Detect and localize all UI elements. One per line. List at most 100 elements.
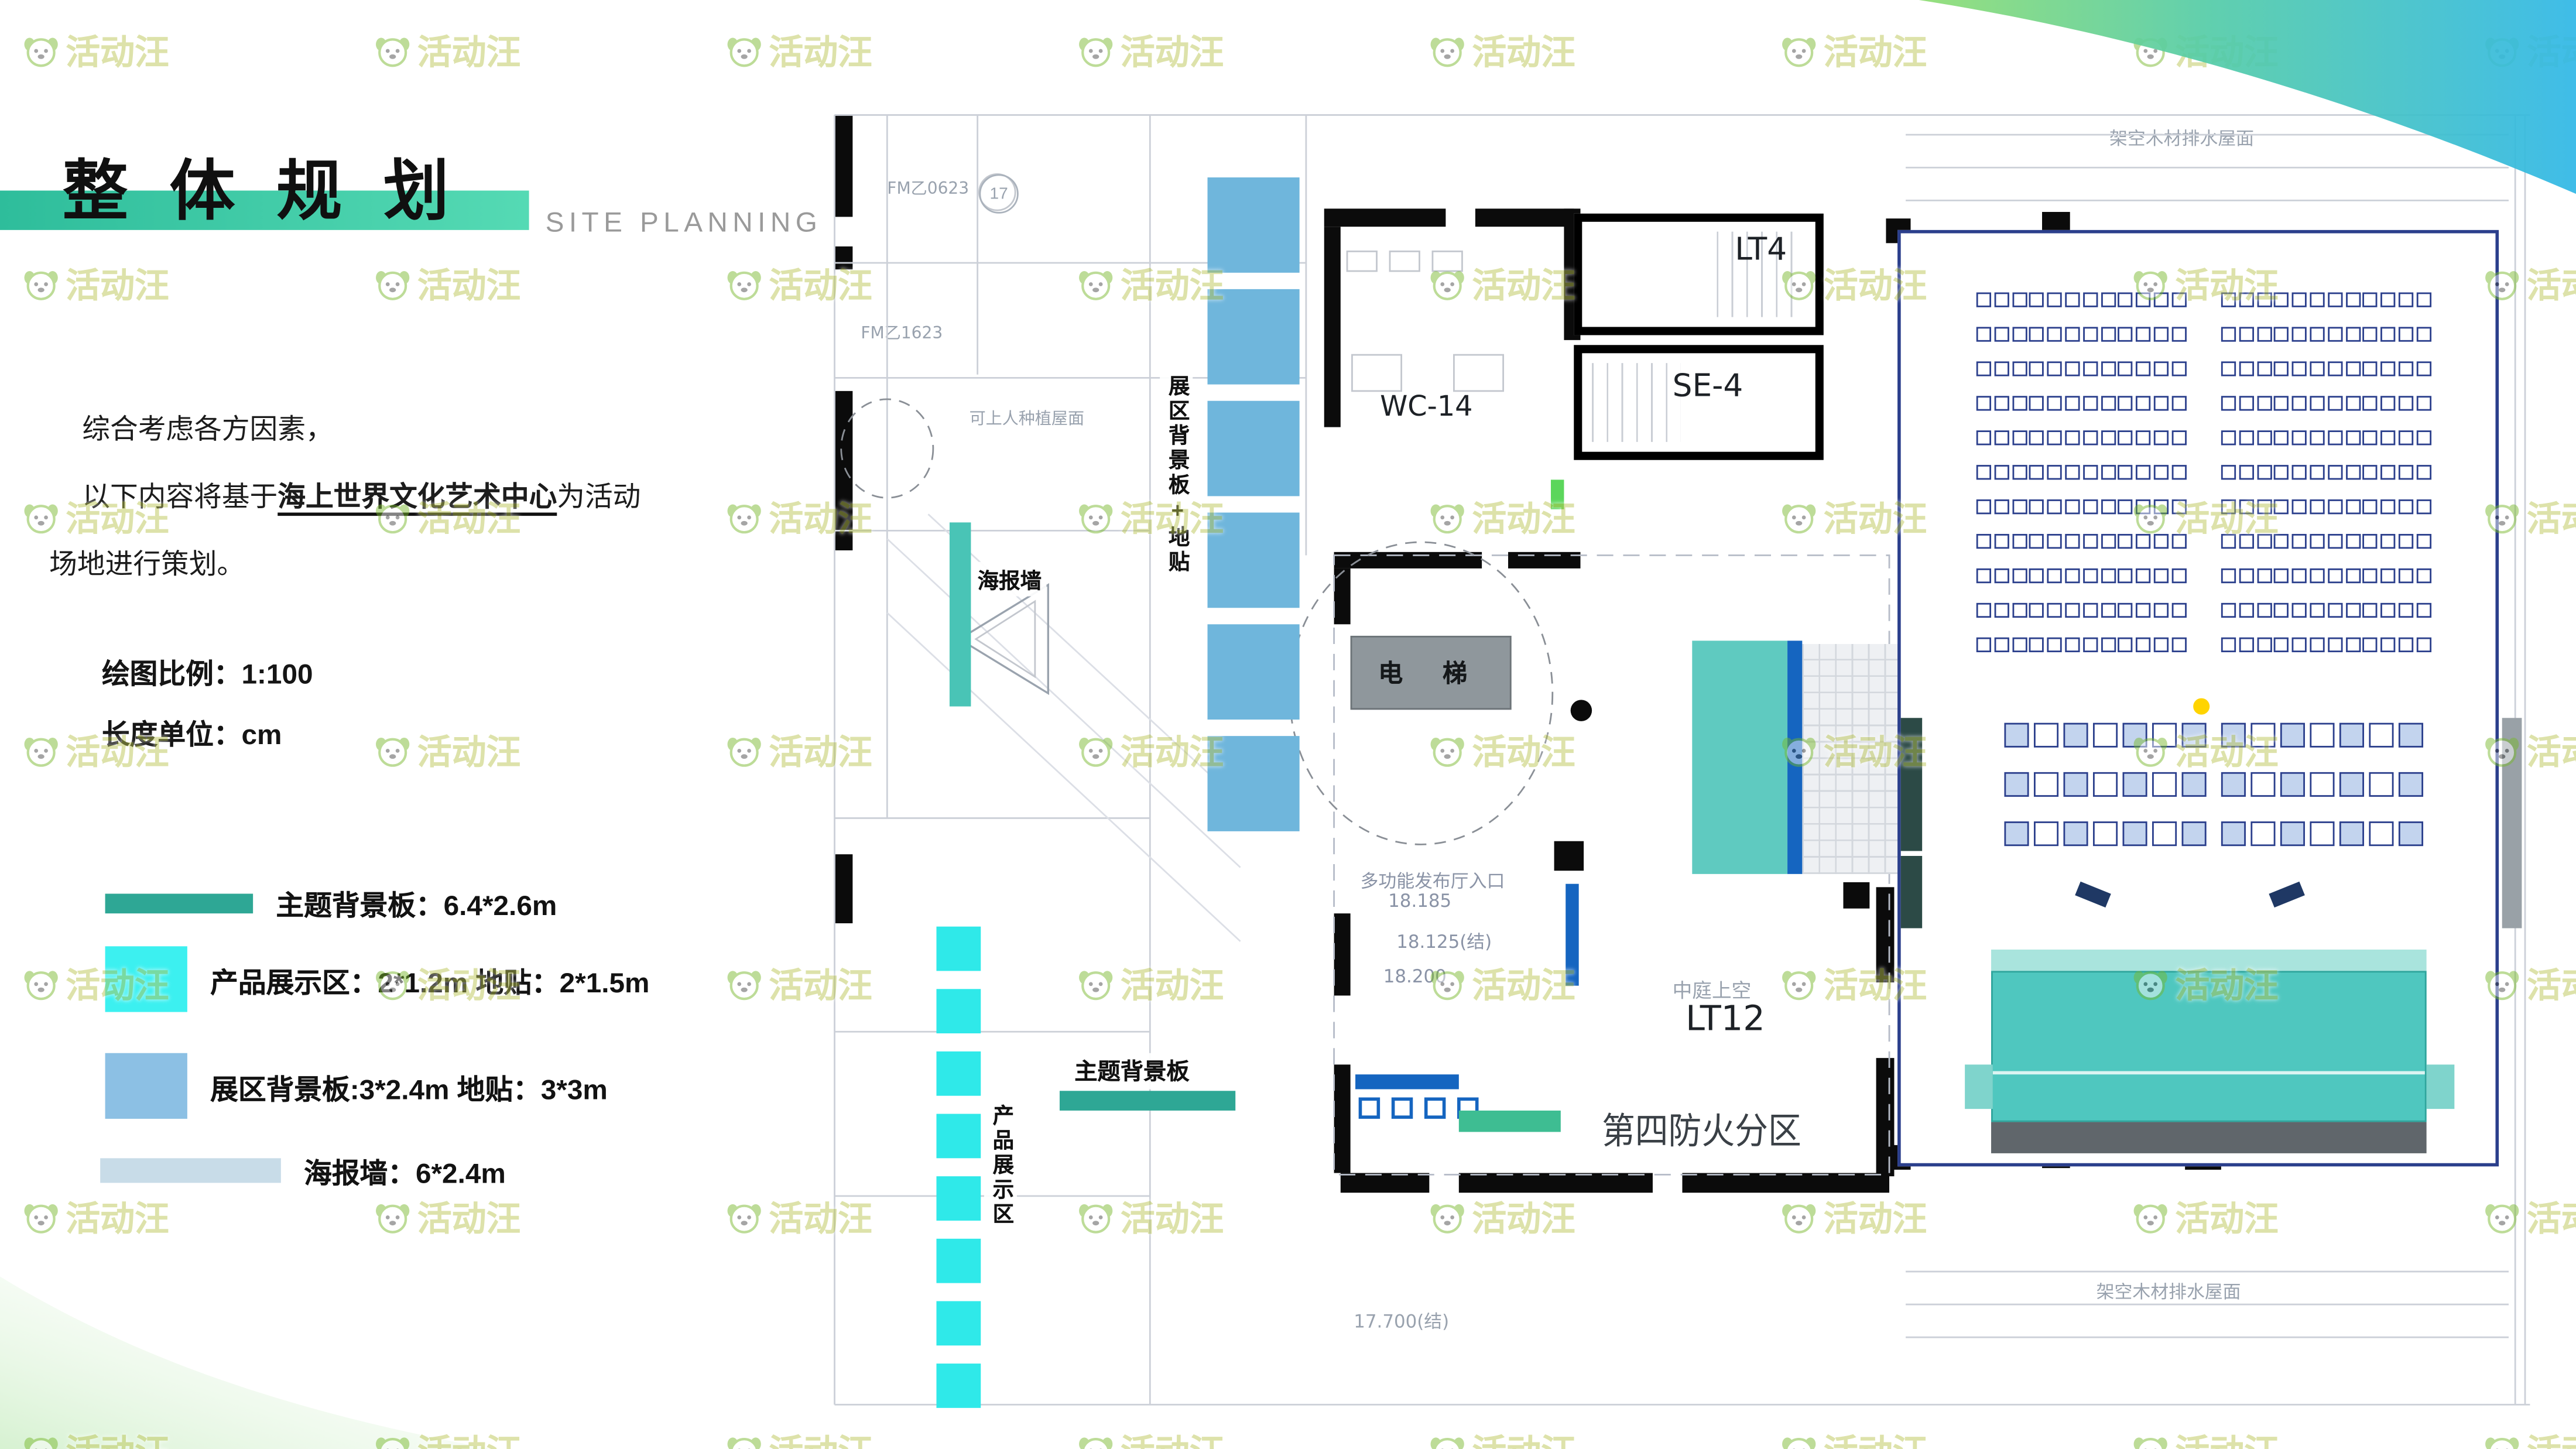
seat [2065,361,2080,376]
seat [2065,430,2080,446]
seat [2416,361,2431,376]
seat-row [1976,637,2187,653]
seat [2136,327,2151,342]
seat [2363,327,2378,342]
seat [2047,465,2063,480]
fire-zone-label: 第四防火分区 [1601,1112,1801,1153]
dog-mascot-icon [24,971,58,1001]
dog-mascot-icon [727,504,761,534]
seat [2012,361,2027,376]
table-seat [2152,722,2177,748]
stage-divider-line [1992,1071,2425,1075]
seat [2274,361,2290,376]
theme-backdrop-swatch [105,893,254,913]
seat [2274,568,2290,584]
unit-note: 长度单位：cm [101,720,282,751]
seat [2171,292,2187,307]
table-seat [2250,821,2276,847]
seat [2310,327,2325,342]
seat [2082,568,2098,584]
seat [1976,499,1992,515]
seat [2256,327,2272,342]
table-seat [2221,722,2246,748]
seat [2100,499,2116,515]
zone-square [1207,289,1300,385]
corner-gradient-decoration [1919,0,2576,194]
seat [2345,292,2361,307]
seat [2118,533,2133,549]
seat [2416,568,2431,584]
seat [2153,327,2169,342]
scale-note: 绘图比例：1:100 [101,659,313,690]
note-roof: 可上人种植屋面 [969,410,1085,429]
seat [2398,499,2414,515]
plan-wall [1334,1064,1351,1173]
table-block-right [2221,722,2424,847]
table-seat [2398,821,2424,847]
legend-item-theme-backdrop: 主题背景板：6.4*2.6m [105,882,557,923]
seat-row [2221,361,2431,376]
watermark-text: 活动汪 [1121,1426,1224,1449]
seat [2065,602,2080,618]
zone-backdrop-vertical-label: 展区背景板+地贴 [1160,368,1193,582]
seat [1976,568,1992,584]
intro-line-2: 以下内容将基于海上世界文化艺术中心为活动 [82,473,640,516]
seat [2398,327,2414,342]
seat [2380,327,2396,342]
seat [2363,292,2378,307]
seat [2029,327,2044,342]
seat [2171,637,2187,653]
seat [2274,637,2290,653]
seat-row [1976,533,2187,549]
seat [2118,602,2133,618]
theme-backdrop-marker [1059,1091,1236,1111]
table-row [2221,772,2424,797]
stage-side-tab-right [2426,1064,2455,1109]
seat [2292,465,2307,480]
seat [2118,361,2133,376]
seat [1994,396,2009,411]
yellow-marker-dot [2193,698,2210,715]
seat [2292,533,2307,549]
seat [2380,361,2396,376]
seat [2118,430,2133,446]
seat [1976,292,1992,307]
seat [2398,533,2414,549]
plan-wall [1334,568,1351,625]
green-table-marker [1458,1110,1561,1132]
seat [2292,292,2307,307]
seat [2310,637,2325,653]
watermark-text: 活动汪 [417,268,521,306]
plan-wall [1876,887,1895,983]
center-backdrop-teal [1692,640,1788,874]
seat [1976,533,1992,549]
seat [2380,499,2396,515]
dog-mascot-icon [1079,1437,1113,1449]
dog-mascot-icon [24,737,58,767]
note-roof-bottom: 架空木材排水屋面 [2096,1281,2241,1303]
seat [2292,327,2307,342]
zone-backdrop-swatch [105,1053,187,1119]
watermark: 活动汪 [375,726,521,775]
seat [1976,465,1992,480]
seat [2256,568,2272,584]
seat [2029,396,2044,411]
seat [2100,292,2116,307]
product-square [936,989,981,1034]
table-seat [2398,772,2424,797]
seat [2118,292,2133,307]
hall-side-panel [1900,718,1923,851]
seat [1976,637,1992,653]
seat-row [1976,430,2187,446]
watermark: 活动汪 [1429,26,1575,76]
seat-block-left [1976,292,2187,653]
seat [2292,568,2307,584]
watermark-text: 活动汪 [1472,34,1576,73]
intro-line-2-prefix: 以下内容将基于 [82,481,278,513]
plan-column [1554,841,1584,871]
seat [2345,327,2361,342]
seat [2345,568,2361,584]
plan-wall [834,115,853,217]
seat [2012,430,2027,446]
